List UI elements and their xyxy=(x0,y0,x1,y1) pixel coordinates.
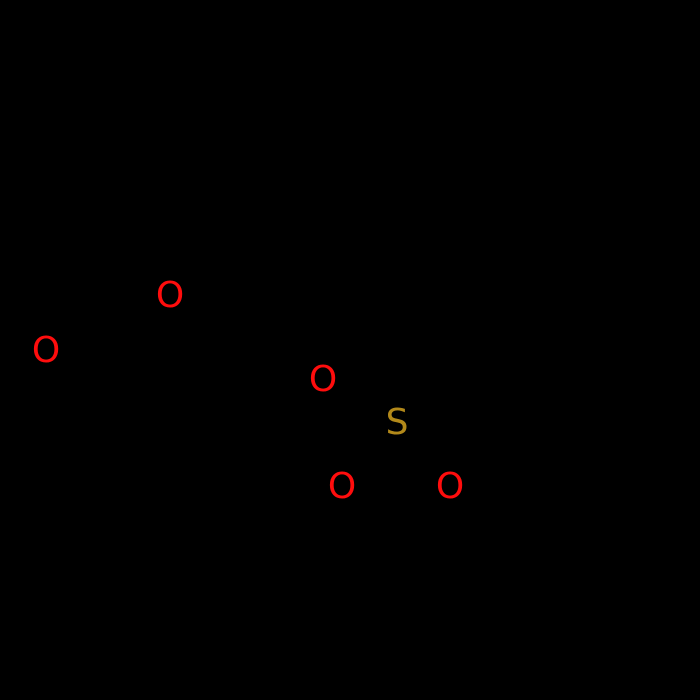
oxygen-atom-label: O xyxy=(308,359,338,400)
oxygen-atom-label: O xyxy=(327,466,357,507)
sulfur-atom-label: S xyxy=(385,402,409,443)
oxygen-atom-label: O xyxy=(155,275,185,316)
oxygen-atom-label: O xyxy=(31,330,61,371)
oxygen-atom-label: O xyxy=(435,466,465,507)
